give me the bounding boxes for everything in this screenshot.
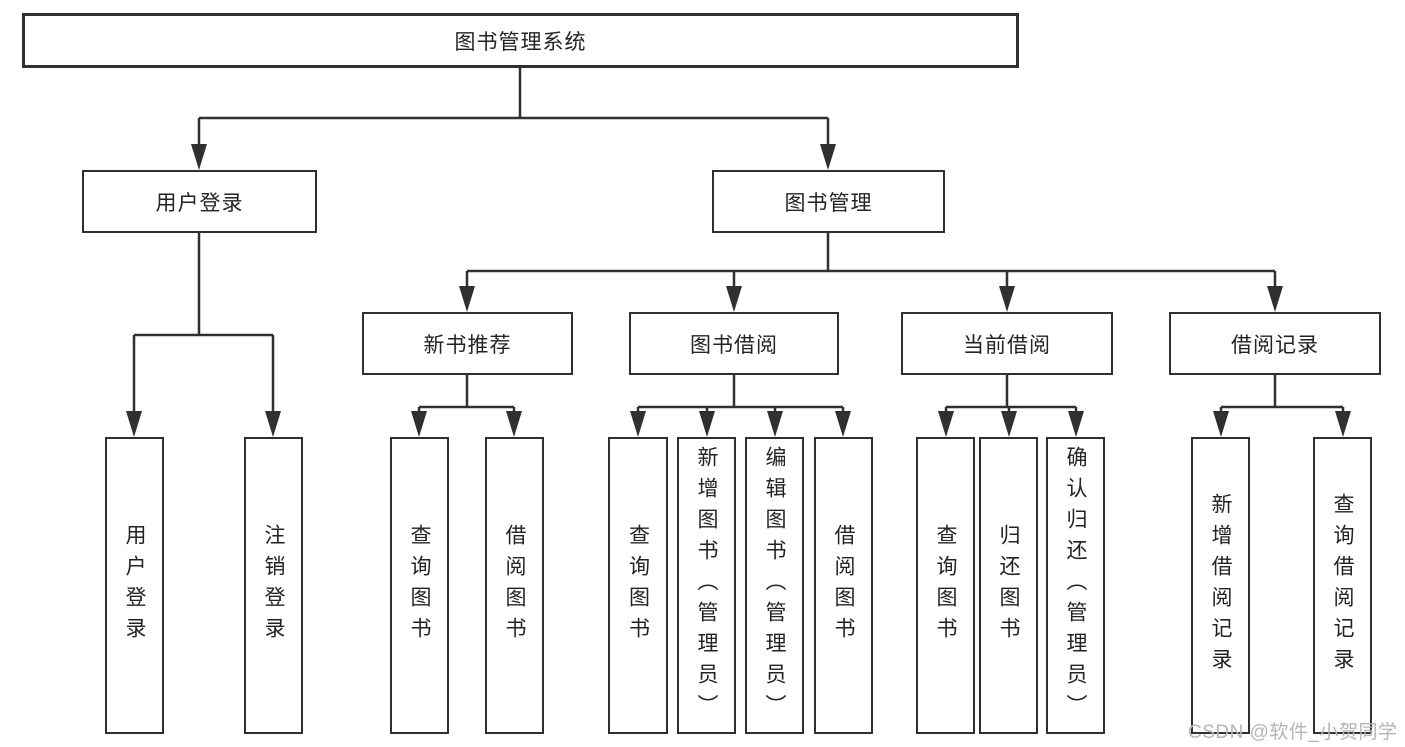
leaf-label: 借阅图书	[503, 523, 526, 648]
arrowhead	[820, 144, 836, 170]
node-borrow-records: 借阅记录	[1169, 312, 1381, 375]
node-current-borrowing: 当前借阅	[901, 312, 1113, 375]
leaf-label: 归还图书	[997, 523, 1020, 648]
arrowhead	[459, 286, 475, 312]
leaf-user-login: 用户登录	[105, 437, 164, 734]
leaf-label: 编辑图书（管理员）	[763, 446, 786, 725]
leaf-query-books-1: 查询图书	[390, 437, 449, 734]
node-label: 用户登录	[155, 191, 244, 215]
arrowhead	[726, 286, 742, 312]
node-label: 图书借阅	[690, 333, 778, 357]
node-root-library-system: 图书管理系统	[22, 13, 1019, 68]
arrowhead	[1213, 411, 1229, 437]
connector-user-login	[132, 233, 275, 415]
leaf-add-book-admin: 新增图书（管理员）	[677, 437, 736, 734]
node-label: 当前借阅	[963, 333, 1051, 357]
leaf-add-borrow-record: 新增借阅记录	[1191, 437, 1250, 734]
arrowhead	[938, 411, 954, 437]
leaf-borrow-books-1: 借阅图书	[485, 437, 544, 734]
leaf-label: 查询图书	[934, 523, 957, 648]
arrowhead	[1335, 411, 1351, 437]
node-book-management-module: 图书管理	[712, 170, 945, 233]
arrowheads	[126, 144, 1351, 437]
leaf-label: 用户登录	[123, 523, 146, 648]
leaf-label: 确认归还（管理员）	[1064, 446, 1087, 725]
arrowhead	[1267, 286, 1283, 312]
leaf-query-books-3: 查询图书	[916, 437, 975, 734]
leaf-label: 查询图书	[626, 523, 650, 648]
leaf-label: 查询图书	[408, 523, 431, 648]
arrowhead	[506, 411, 522, 437]
connector-current	[944, 375, 1078, 416]
connector-records	[1219, 375, 1345, 416]
arrowhead	[1068, 411, 1084, 437]
csdn-watermark: CSDN @软件_小贺同学	[1188, 722, 1398, 743]
arrowhead	[767, 411, 783, 437]
arrowhead	[835, 411, 851, 437]
connector-book-mgmt	[465, 233, 1277, 292]
arrowhead	[411, 411, 427, 437]
connector-borrow	[636, 375, 845, 416]
leaf-label: 借阅图书	[832, 523, 855, 648]
arrowhead	[1001, 411, 1017, 437]
node-user-login-module: 用户登录	[82, 170, 317, 233]
node-label: 新书推荐	[423, 333, 512, 357]
arrowhead	[265, 411, 281, 437]
node-new-book-recommend: 新书推荐	[362, 312, 573, 375]
connector-new-books	[417, 375, 516, 416]
node-book-borrowing: 图书借阅	[629, 312, 839, 375]
node-label: 借阅记录	[1231, 333, 1319, 357]
node-label: 图书管理	[784, 191, 873, 215]
leaf-query-borrow-record: 查询借阅记录	[1313, 437, 1372, 734]
leaf-logout: 注销登录	[244, 437, 303, 734]
arrowhead	[630, 411, 646, 437]
leaf-label: 新增借阅记录	[1209, 492, 1232, 679]
leaf-return-book: 归还图书	[979, 437, 1038, 734]
leaf-confirm-return-admin: 确认归还（管理员）	[1046, 437, 1105, 734]
leaf-borrow-books-2: 借阅图书	[814, 437, 873, 734]
leaf-edit-book-admin: 编辑图书（管理员）	[745, 437, 804, 734]
arrowhead	[999, 286, 1015, 312]
leaf-query-books-2: 查询图书	[608, 437, 668, 734]
leaf-label: 注销登录	[262, 523, 285, 648]
connector-root	[197, 68, 830, 148]
arrowhead	[699, 411, 715, 437]
leaf-label: 新增图书（管理员）	[695, 446, 718, 725]
arrowhead	[191, 144, 207, 170]
arrowhead	[126, 411, 142, 437]
node-label: 图书管理系统	[454, 30, 587, 54]
leaf-label: 查询借阅记录	[1331, 492, 1354, 679]
